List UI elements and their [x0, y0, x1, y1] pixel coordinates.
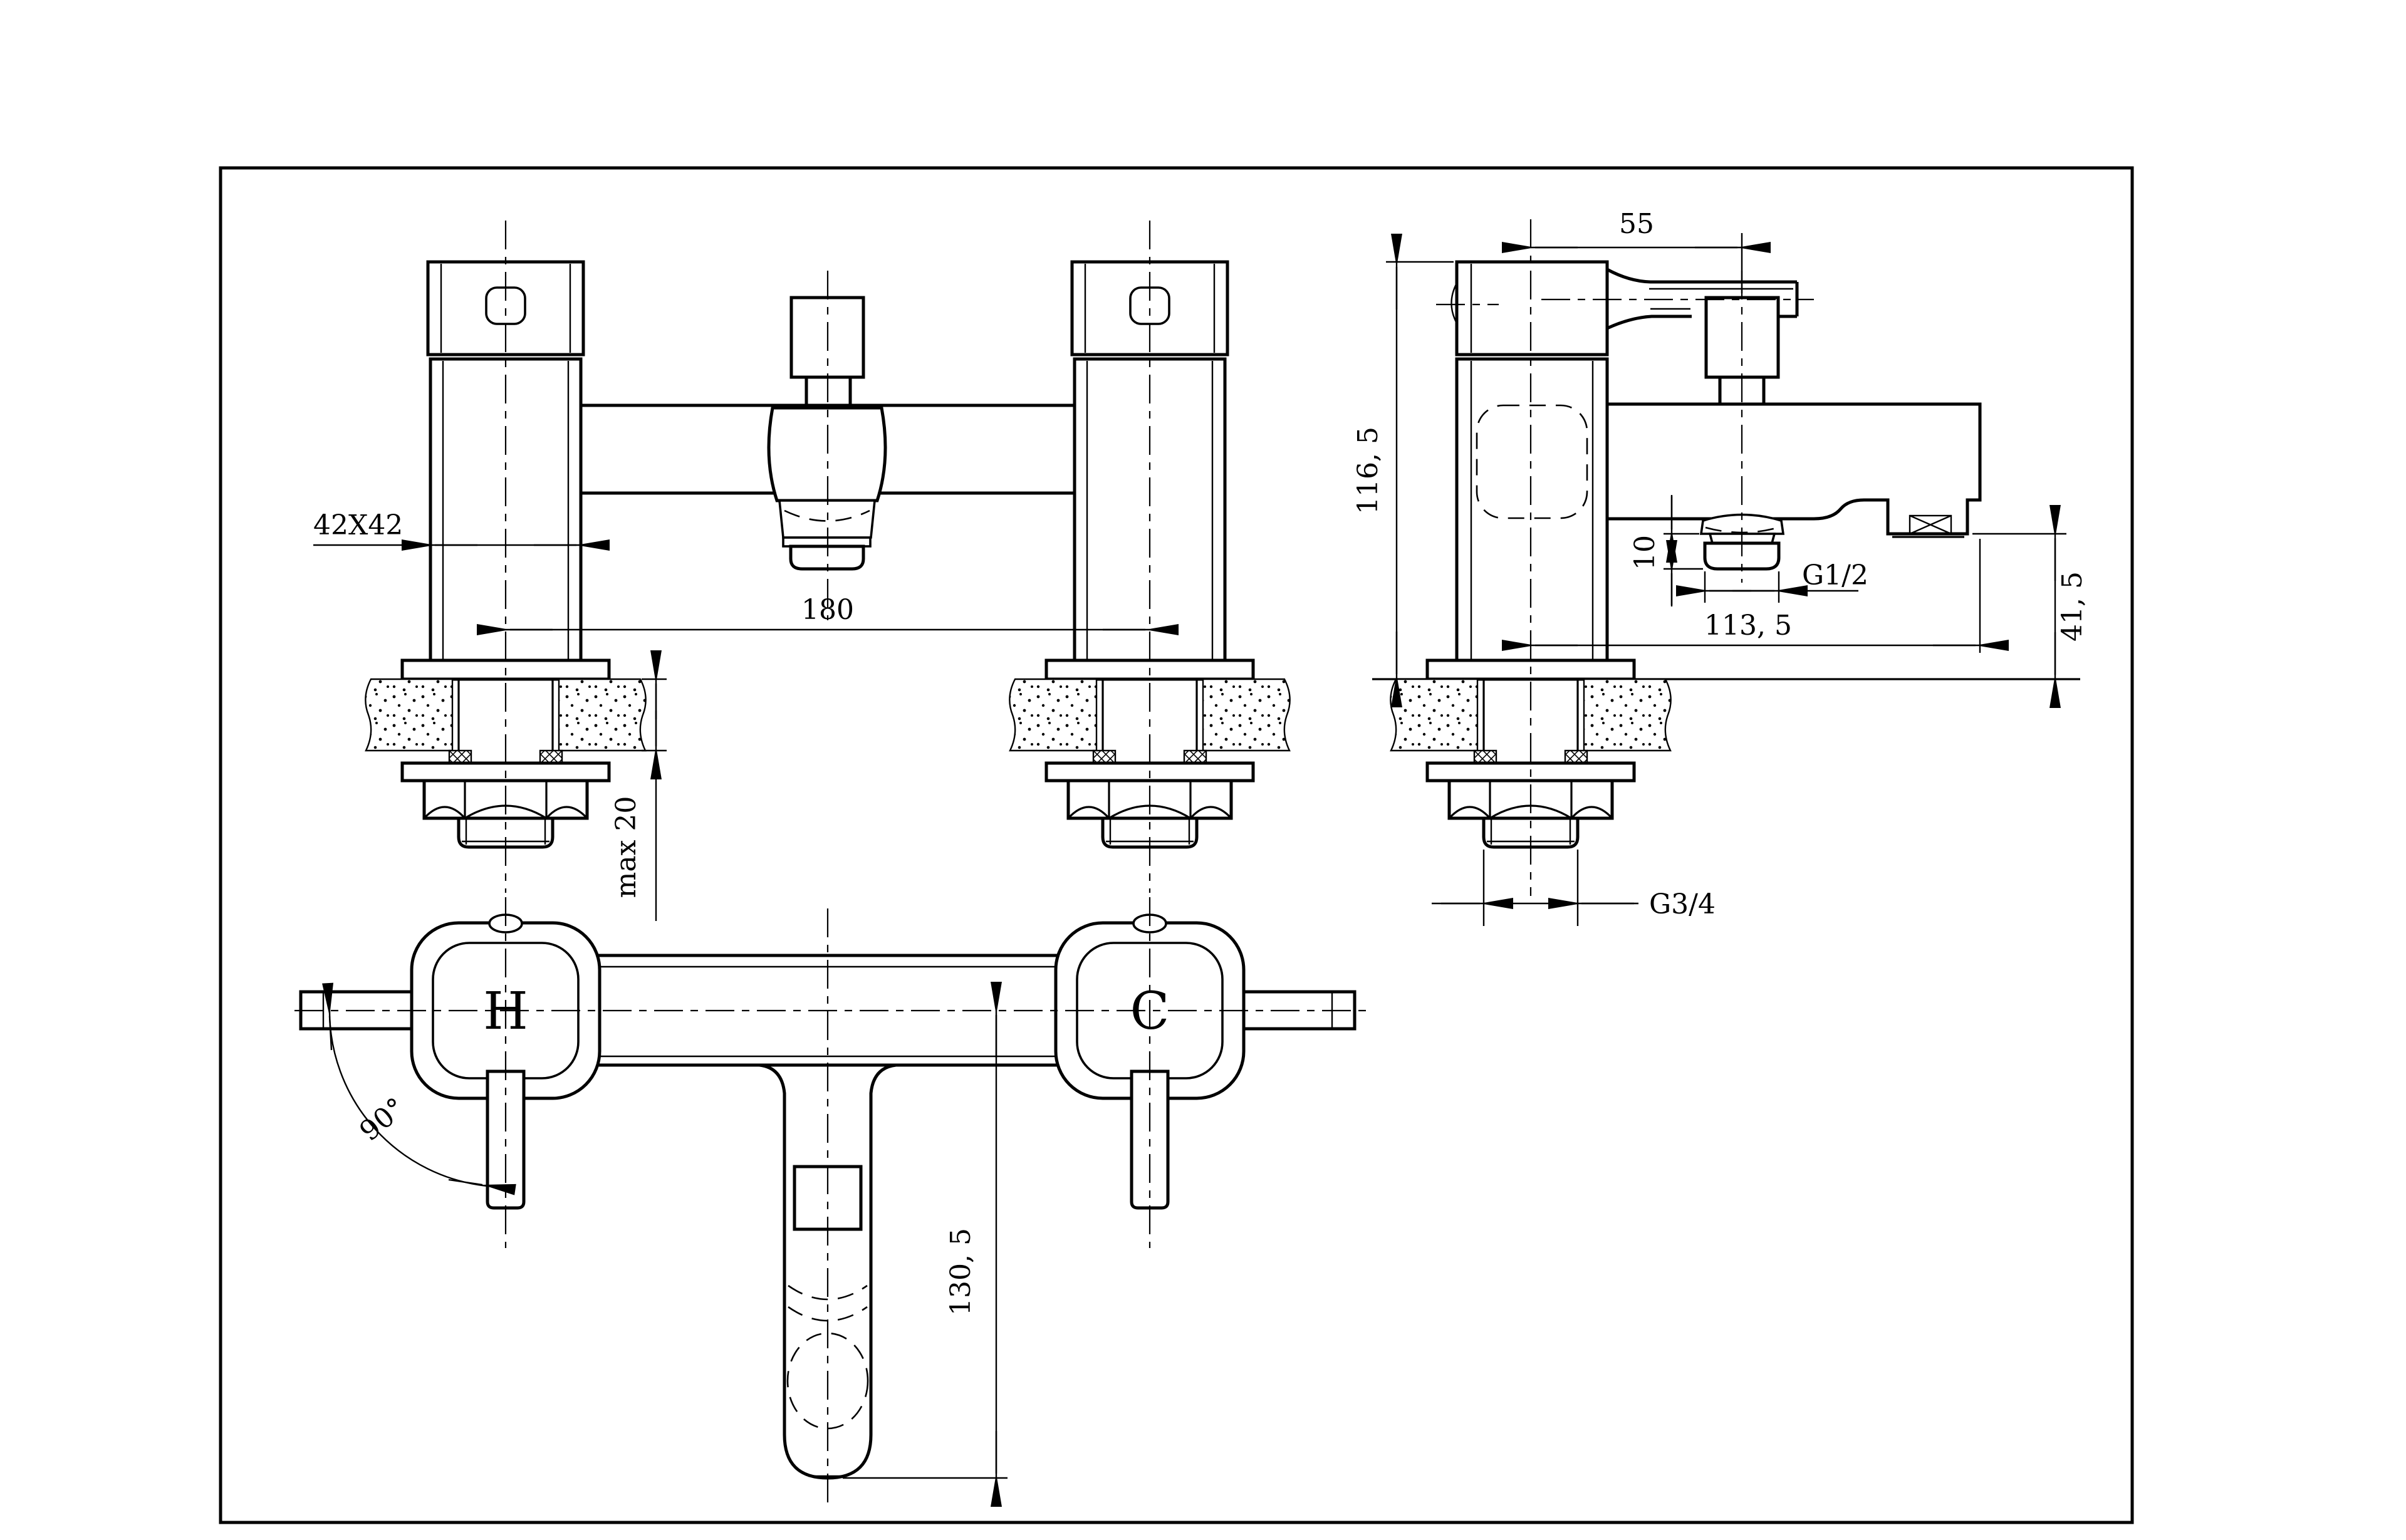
drawing-frame — [219, 166, 2134, 1524]
dim-height-above-deck: 116, 5 — [1352, 234, 1454, 707]
spout-body — [1605, 402, 1982, 536]
dim-spout-clearance-label: 41, 5 — [2056, 571, 2088, 642]
right-pillar — [1009, 221, 1289, 893]
aerator — [1892, 514, 1964, 538]
dim-spout-reach: 113, 5 — [1502, 539, 2009, 653]
shower-connector-side — [1699, 513, 1785, 571]
dim-diverter-offset-label: 55 — [1619, 208, 1654, 240]
dim-shower-stub-label: 10 — [1629, 535, 1661, 570]
dim-spout-length: 130, 5 — [843, 982, 1008, 1507]
front-view: 42X42 180 max 20 — [313, 221, 1290, 921]
dim-inlet-thread: G3/4 — [1432, 850, 1716, 926]
valve-cartridge-hidden — [1476, 404, 1588, 519]
dim-shower-thread: G1/2 — [1676, 559, 1868, 603]
dim-pillar-size: 42X42 — [313, 509, 610, 551]
shower-connector-front — [767, 406, 887, 571]
plan-view: H C 90° 130, 5 — [294, 897, 1366, 1509]
dim-pillar-size-label: 42X42 — [313, 509, 403, 541]
dim-diverter-offset: 55 — [1502, 208, 1771, 293]
dim-counter-thickness: max 20 — [610, 650, 667, 921]
dim-pillar-spacing-label: 180 — [801, 594, 854, 626]
dim-inlet-thread-label: G3/4 — [1649, 888, 1716, 920]
handle-lever-arm — [1606, 268, 1799, 330]
dim-spout-reach-label: 113, 5 — [1704, 610, 1792, 642]
left-pillar — [365, 221, 645, 893]
dim-spout-length-label: 130, 5 — [945, 1228, 977, 1316]
dim-shower-stub: 10 — [1629, 495, 1703, 606]
dim-spout-clearance: 41, 5 — [1972, 505, 2088, 708]
side-pillar — [1390, 260, 1670, 847]
dim-shower-thread-label: G1/2 — [1802, 559, 1868, 591]
dim-height-above-deck-label: 116, 5 — [1352, 427, 1384, 514]
dim-pillar-spacing: 180 — [477, 594, 1179, 635]
dim-counter-thickness-label: max 20 — [610, 796, 642, 898]
side-view: 55 116, 5 10 G1/2 — [1352, 208, 2088, 926]
